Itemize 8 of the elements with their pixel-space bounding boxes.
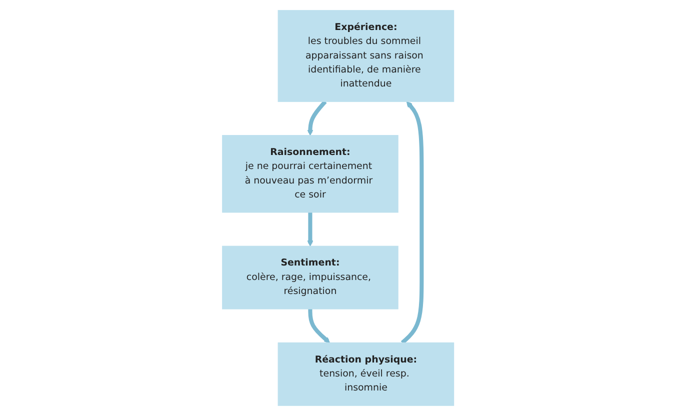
node-box: Expérience: les troubles du sommeil apparaissant sans raison identifiable, de manière inattendue: [278, 10, 454, 102]
arrow: [308, 100, 328, 136]
node-box: Réaction physique: tension, éveil resp. insomnie: [278, 342, 454, 406]
node-box: Raisonnement: je ne pourrai certainement à nouveau pas m’endormir ce soir: [222, 135, 399, 213]
node-box: Sentiment: colère, rage, impuissance, résignation: [222, 246, 399, 310]
arrow: [401, 101, 424, 344]
arrow: [308, 308, 330, 344]
arrow: [308, 212, 314, 246]
